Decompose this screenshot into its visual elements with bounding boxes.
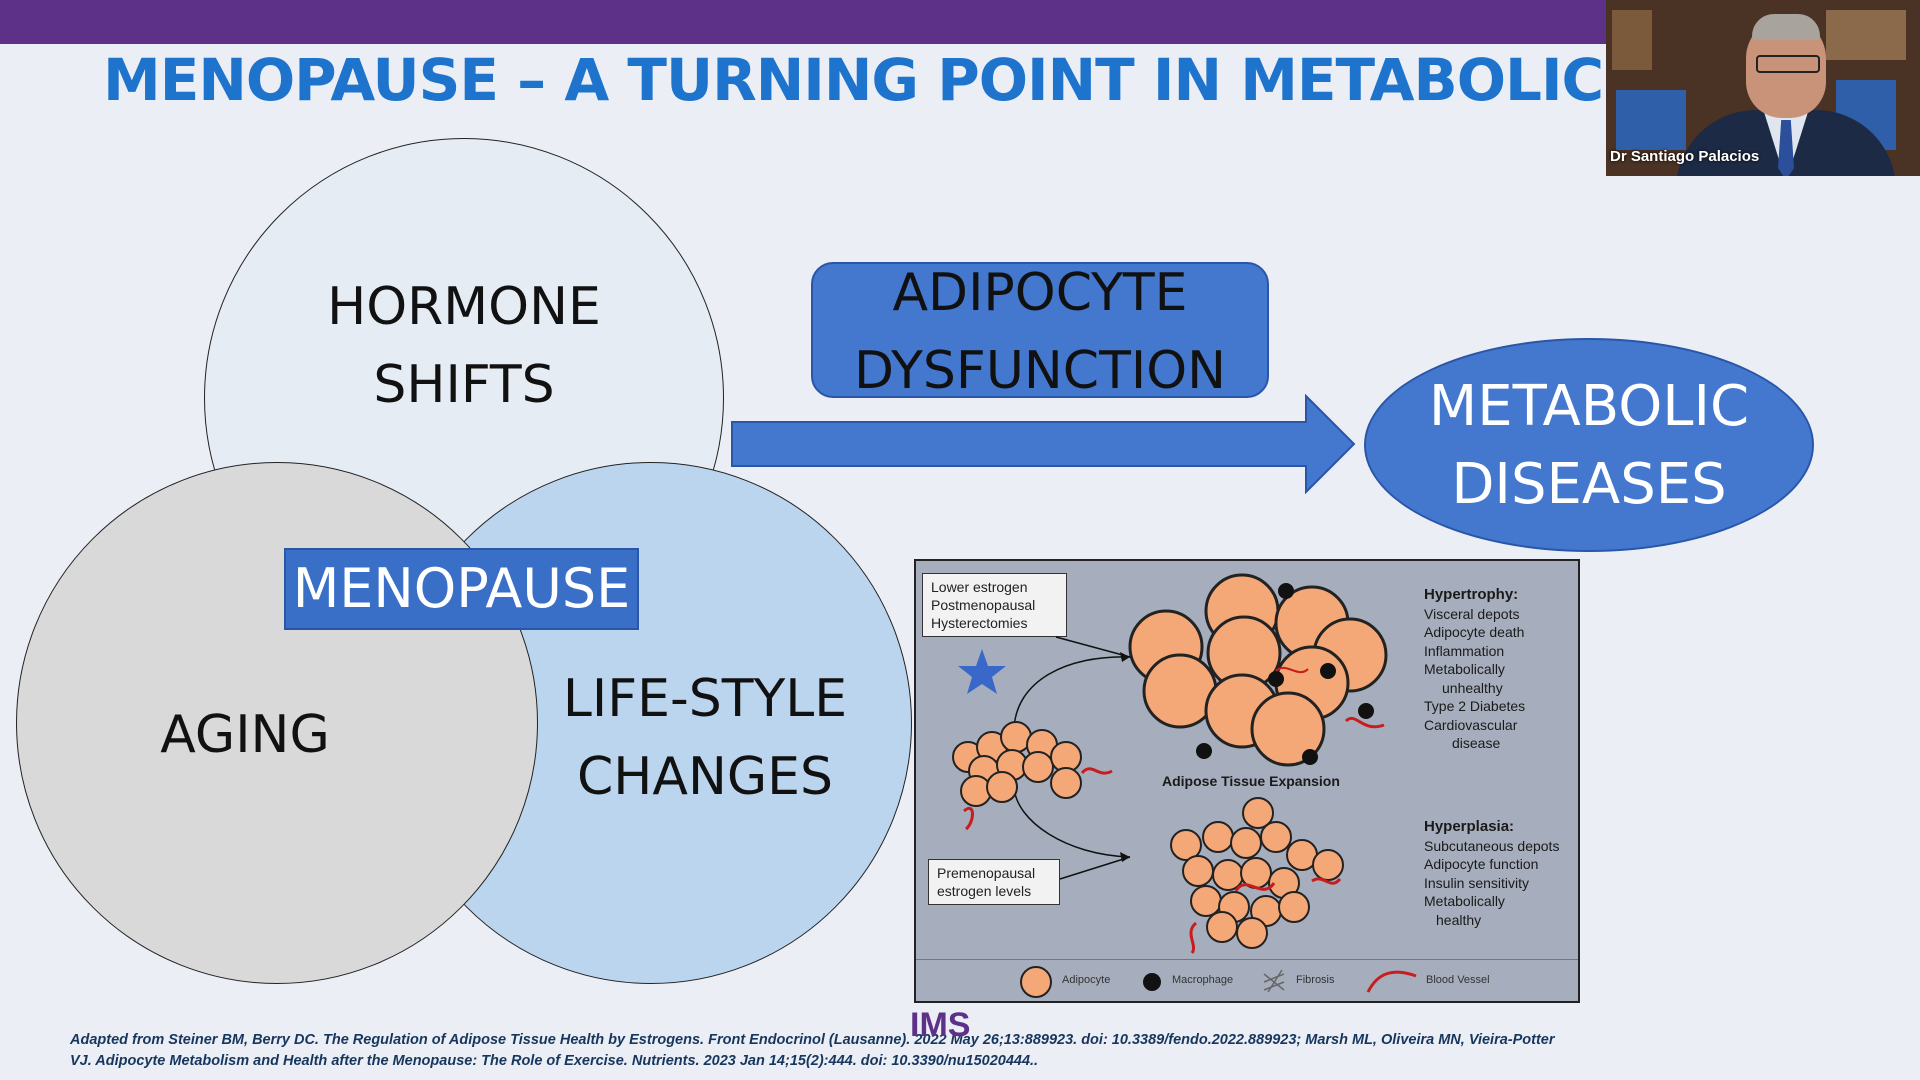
hormone-line2: SHIFTS [373, 355, 555, 415]
speaker-tie [1778, 120, 1794, 176]
ims-logo: IMS [910, 1006, 971, 1044]
metabolic-diseases-text: METABOLIC DISEASES [1364, 368, 1814, 524]
small-adipocyte-cluster [952, 721, 1082, 807]
blood-vessel-icon [1366, 970, 1417, 993]
metabolic-diseases-ellipse [1364, 338, 1814, 552]
hypertrophy-item: Inflammation [1424, 642, 1505, 659]
aging-text: AGING [160, 705, 330, 765]
hypertrophy-item: unhealthy [1442, 679, 1503, 696]
lifestyle-text: LIFE-STYLE CHANGES [520, 660, 890, 816]
hypertrophy-item: Type 2 Diabetes [1424, 698, 1526, 714]
fig-bottom-line: estrogen levels [937, 883, 1032, 899]
lifestyle-line2: CHANGES [576, 747, 834, 807]
macrophage-icon [1196, 583, 1374, 765]
hyperplasia-title: Hyperplasia: [1424, 818, 1515, 835]
figure-drawing: Adipose Tissue Expansion [952, 573, 1388, 954]
books [1616, 90, 1686, 150]
legend-fibrosis: Fibrosis [1296, 974, 1335, 986]
speaker-video[interactable]: Dr Santiago Palacios [1606, 0, 1920, 176]
hyperplasia-item: healthy [1436, 911, 1482, 928]
adipocyte-icon [1020, 966, 1052, 998]
legend-blood-vessel: Blood Vessel [1426, 974, 1490, 986]
hypertrophy-item: Cardiovascular [1424, 716, 1518, 733]
adipose-tissue-figure: Lower estrogen Postmenopausal Hysterecto… [914, 559, 1580, 1003]
lower-estrogen-box: Lower estrogen Postmenopausal Hysterecto… [922, 573, 1067, 637]
fig-top-line: Hysterectomies [931, 615, 1028, 631]
adipocyte-line2: DYSFUNCTION [853, 341, 1227, 401]
figure-legend: Adipocyte Macrophage Fibrosis Blood Vess… [916, 959, 1578, 1001]
legend-adipocyte: Adipocyte [1062, 974, 1111, 986]
metabolic-line2: DISEASES [1451, 452, 1727, 517]
lifestyle-line1: LIFE-STYLE [562, 669, 848, 729]
glasses [1756, 55, 1820, 73]
books [1612, 10, 1652, 70]
large-adipocyte-cluster [1128, 573, 1388, 767]
speaker-name: Dr Santiago Palacios [1610, 148, 1760, 165]
citation-line2: VJ. Adipocyte Metabolism and Health afte… [70, 1053, 1039, 1069]
hypertrophy-item: disease [1452, 735, 1501, 751]
citation-line1: Adapted from Steiner BM, Berry DC. The R… [70, 1032, 1555, 1048]
hypertrophy-item: Visceral depots [1424, 605, 1520, 622]
menopause-label: MENOPAUSE [284, 548, 639, 630]
hypertrophy-title: Hypertrophy: [1424, 586, 1519, 603]
slide-title: MENOPAUSE – A TURNING POINT IN METABOLIC… [103, 46, 1603, 114]
star-icon [958, 649, 1006, 694]
top-bar [0, 0, 1920, 44]
hyperplasia-list: Hyperplasia: Subcutaneous depots Adipocy… [1424, 817, 1559, 929]
hyperplasia-item: Adipocyte function [1424, 856, 1539, 872]
hormone-text: HORMONE SHIFTS [264, 268, 664, 424]
hyperplasia-item: Insulin sensitivity [1424, 874, 1530, 891]
hyperplasia-item: Metabolically [1424, 893, 1505, 909]
legend-macrophage: Macrophage [1172, 974, 1234, 986]
fig-caption: Adipose Tissue Expansion [1162, 773, 1340, 789]
speaker-hair [1752, 14, 1820, 40]
adipocyte-dysfunction-box [811, 262, 1269, 398]
macrophage-icon [1143, 973, 1161, 991]
fig-top-line: Lower estrogen [931, 579, 1028, 595]
hypertrophy-item: Metabolically [1424, 661, 1505, 677]
metabolic-line1: METABOLIC [1428, 374, 1750, 439]
premenopausal-box: Premenopausal estrogen levels [928, 859, 1060, 905]
adipocyte-line1: ADIPOCYTE [892, 263, 1188, 323]
citation: Adapted from Steiner BM, Berry DC. The R… [70, 1030, 1670, 1072]
fig-top-line: Postmenopausal [931, 597, 1036, 613]
fig-bottom-line: Premenopausal [937, 865, 1036, 881]
hypertrophy-item: Adipocyte death [1424, 624, 1525, 640]
hormone-line1: HORMONE [327, 277, 601, 337]
adipocyte-dysfunction-text: ADIPOCYTE DYSFUNCTION [811, 254, 1269, 410]
hyperplastic-cluster [1170, 797, 1344, 949]
hypertrophy-list: Hypertrophy: Visceral depots Adipocyte d… [1424, 585, 1525, 753]
fibrosis-icon [1263, 969, 1285, 993]
hyperplasia-item: Subcutaneous depots [1424, 837, 1560, 854]
arrow-right-icon [731, 394, 1356, 494]
books [1826, 10, 1906, 60]
